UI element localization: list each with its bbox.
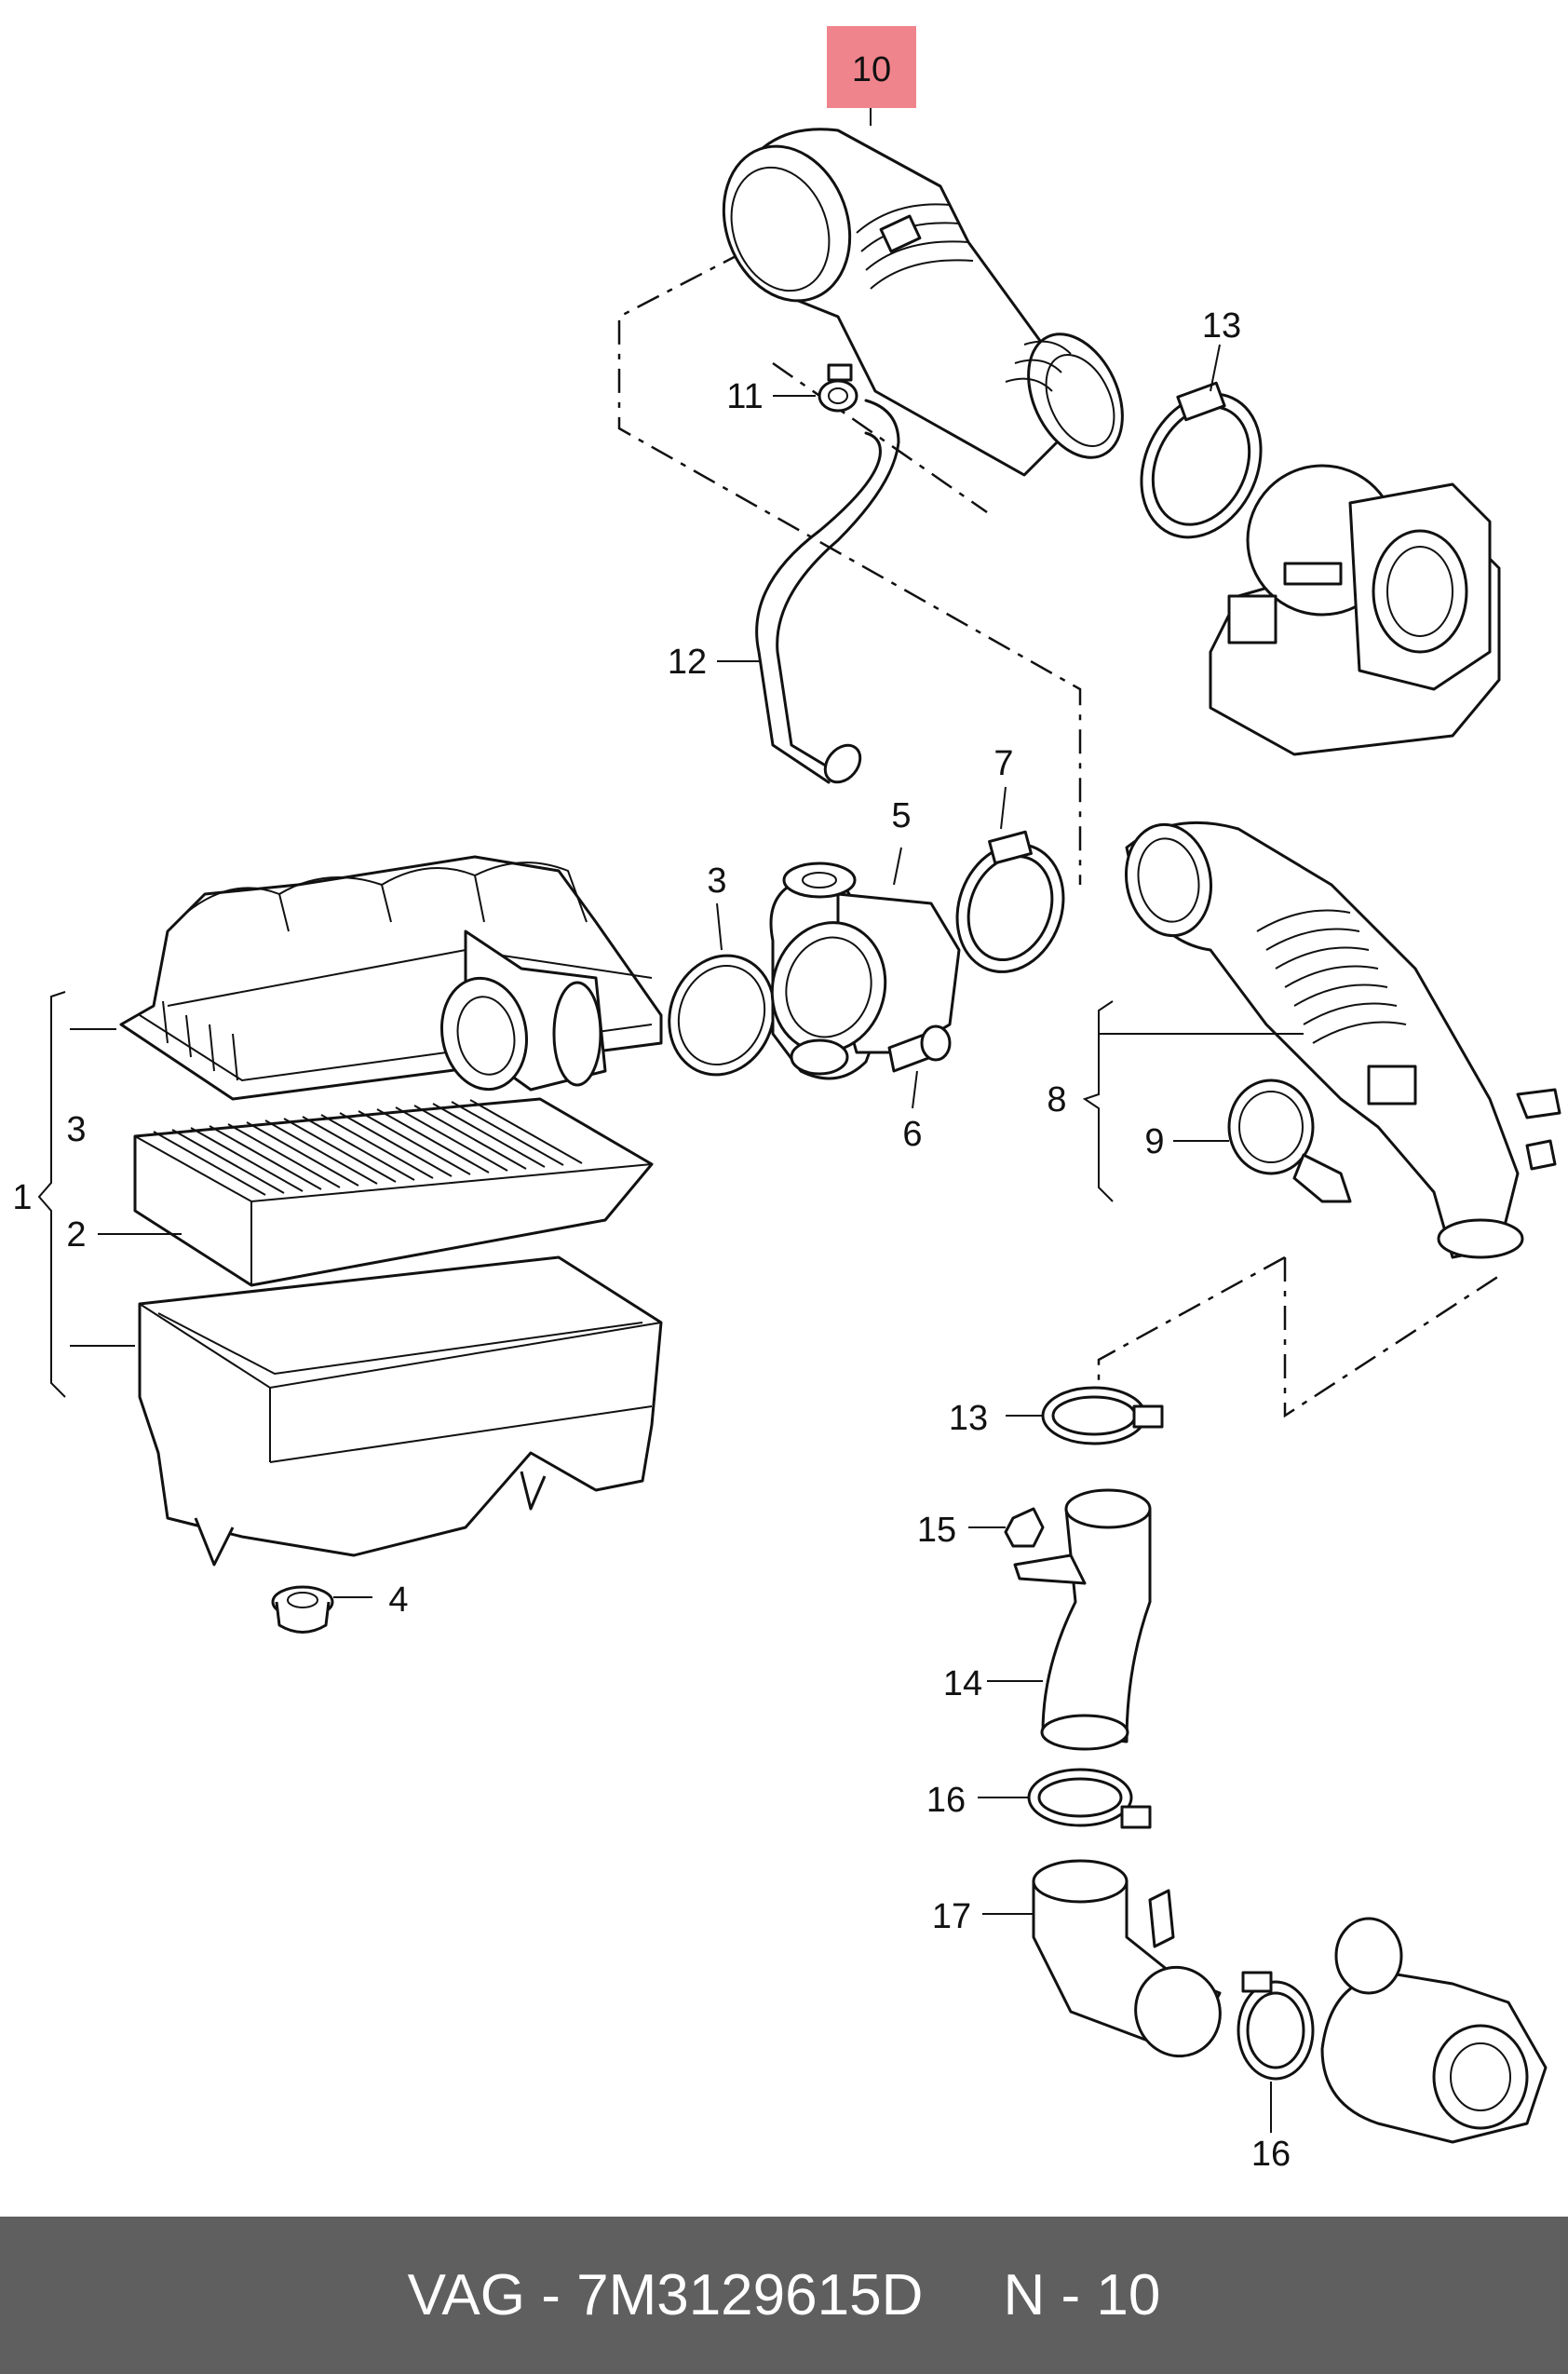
part-11-small-clamp xyxy=(818,363,858,413)
part-13-hose-clamp-lower xyxy=(1041,1386,1164,1445)
label-15: 15 xyxy=(917,1511,956,1550)
label-16-left: 16 xyxy=(926,1781,966,1820)
label-12: 12 xyxy=(668,643,707,682)
label-4: 4 xyxy=(388,1580,408,1620)
part-14-connector-pipe xyxy=(1013,1488,1152,1751)
label-8: 8 xyxy=(1047,1080,1066,1119)
label-3-cover: 3 xyxy=(66,1110,86,1149)
part-9-valve xyxy=(1227,1078,1352,1203)
part-6-bolt xyxy=(887,1024,952,1073)
label-7: 7 xyxy=(994,744,1013,783)
part-1-air-filter-housing xyxy=(119,855,663,1567)
part-13-hose-clamp-upper xyxy=(1140,381,1263,539)
label-11: 11 xyxy=(726,377,763,416)
part-15-nut xyxy=(1004,1507,1045,1548)
part-12-breather-hose xyxy=(755,399,900,784)
label-5: 5 xyxy=(891,796,911,835)
part-7-hose-clamp xyxy=(955,830,1065,973)
label-17: 17 xyxy=(932,1897,971,1936)
label-6: 6 xyxy=(902,1115,922,1154)
label-2: 2 xyxy=(66,1215,86,1255)
label-10: 10 xyxy=(852,50,891,89)
part-16-hose-clamp-a xyxy=(1027,1768,1152,1829)
label-3-gasket: 3 xyxy=(707,861,726,901)
footer-part-number-text: VAG - 7M3129615D N - 10 xyxy=(407,2263,1161,2327)
part-16-hose-clamp-b xyxy=(1237,1971,1315,2081)
label-9: 9 xyxy=(1144,1122,1164,1161)
part-4-plug xyxy=(271,1585,334,1634)
part-17-elbow-pipe xyxy=(1032,1859,1222,2058)
turbocharger xyxy=(1320,1917,1548,2144)
label-13-upper: 13 xyxy=(1202,306,1241,346)
exploded-parts-diagram: 10 13 11 12 3 5 7 6 8 9 1 3 2 4 13 15 14… xyxy=(12,26,1561,2174)
label-14: 14 xyxy=(943,1664,982,1703)
leader-lines xyxy=(37,98,1304,2133)
label-1: 1 xyxy=(12,1178,32,1217)
highlight-box-10 xyxy=(827,26,916,108)
part-8-intake-hose xyxy=(1124,821,1561,1259)
part-number-footer: VAG - 7M3129615D N - 10 xyxy=(0,2217,1568,2374)
label-13-lower: 13 xyxy=(949,1399,988,1438)
part-3-gasket xyxy=(668,954,776,1077)
label-16-bottom: 16 xyxy=(1251,2135,1291,2174)
part-10-intake-hose xyxy=(722,128,1124,477)
throttle-body xyxy=(1209,464,1501,756)
part-5-flange-pipe xyxy=(769,861,961,1080)
